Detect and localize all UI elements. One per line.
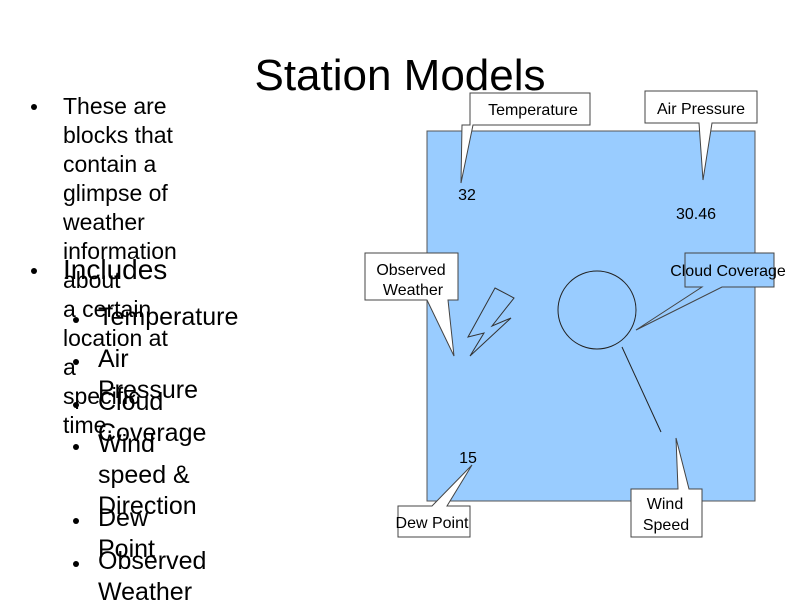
slide-title: Station Models — [254, 51, 546, 100]
lightning-symbol — [467, 287, 515, 357]
sub-bullet-air-pressure: Air Pressure — [98, 344, 198, 406]
bullet-line: These are blocks that — [63, 93, 173, 148]
temperature-callout-label: Temperature — [488, 102, 578, 119]
sub-bullet-dot — [73, 317, 79, 323]
sub-bullet-line: Wind speed & — [98, 430, 190, 489]
observed-weather-label-line1: Observed — [376, 262, 445, 279]
sub-bullet-dot — [73, 518, 79, 524]
air-pressure-callout-label: Air Pressure — [657, 101, 745, 118]
sub-bullet-line: Cloud Coverage — [98, 388, 207, 447]
bullet-dot — [31, 104, 37, 110]
station-model-diagram: Temperature Air Pressure Observed Weathe… — [364, 90, 786, 538]
bullet-dot — [31, 268, 37, 274]
bullet-line: a certain location at a — [63, 296, 168, 380]
sub-bullet-dew-point: Dew Point — [98, 503, 155, 565]
sub-bullet-line: Dew Point — [98, 504, 155, 563]
wind-speed-label-line2: Speed — [643, 517, 689, 534]
air-pressure-value: 30.46 — [676, 206, 716, 223]
observed-weather-callout — [364, 252, 459, 357]
sub-bullet-dot — [73, 444, 79, 450]
sub-bullet-cloud-coverage: Cloud Coverage — [98, 387, 206, 449]
cloud-cover-circle — [557, 270, 637, 350]
sub-bullet-dot — [73, 402, 79, 408]
sub-bullet-line: Temperature — [98, 303, 239, 331]
cloud-coverage-callout-label: Cloud Coverage — [670, 263, 786, 280]
bullet-description: These are blocks that contain a glimpse … — [63, 92, 177, 440]
dew-point-callout-label: Dew Point — [396, 515, 469, 532]
bullet-line: weather information about — [63, 209, 177, 293]
observed-weather-label-line2: Weather — [383, 282, 444, 299]
cloud-coverage-callout — [635, 252, 775, 331]
wind-barb-line — [621, 346, 662, 433]
station-box — [426, 130, 756, 502]
temperature-value: 32 — [458, 187, 476, 204]
sub-bullet-dot — [73, 561, 79, 567]
sub-bullet-line: Direction — [98, 492, 197, 520]
dew-point-callout — [397, 464, 473, 538]
temperature-callout — [460, 92, 591, 184]
bullet-includes: Includes — [63, 254, 168, 285]
bullet-line: contain a glimpse of — [63, 151, 168, 206]
sub-bullet-line: Air Pressure — [98, 345, 199, 404]
dew-point-value: 15 — [459, 450, 477, 467]
sub-bullet-wind: Wind speed & Direction — [98, 429, 197, 522]
wind-speed-label-line1: Wind — [647, 496, 683, 513]
wind-speed-callout — [630, 437, 703, 538]
sub-bullet-dot — [73, 359, 79, 365]
sub-bullet-temperature: Temperature — [98, 302, 238, 333]
air-pressure-callout — [644, 90, 758, 181]
